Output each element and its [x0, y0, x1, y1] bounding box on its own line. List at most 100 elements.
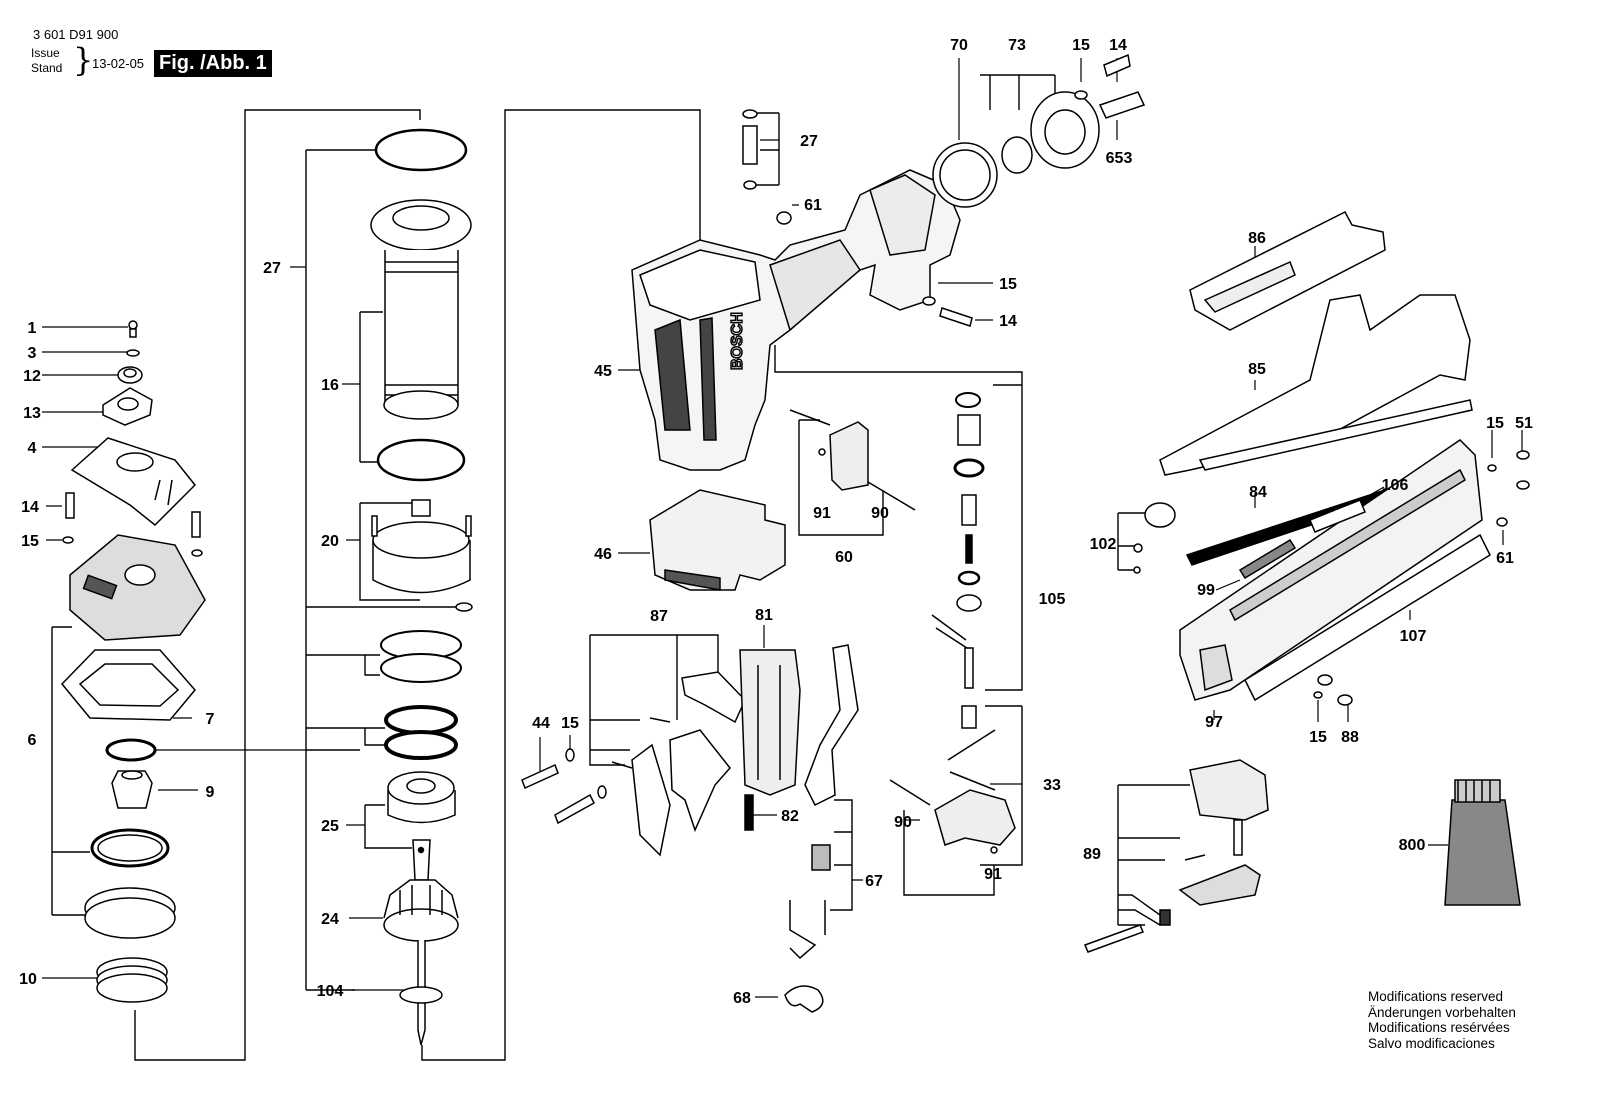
callout-70: 70 [950, 37, 968, 54]
trigger-block-part-60 [789, 409, 916, 511]
callout-104: 104 [317, 983, 344, 1000]
callout-91: 91 [813, 505, 831, 522]
brand-mark: BOSCH [729, 312, 746, 370]
callout-107: 107 [1400, 628, 1427, 645]
callout-15: 15 [1309, 729, 1327, 746]
callout-10: 10 [19, 971, 37, 988]
piston-part-25 [387, 771, 456, 881]
nut-part-61-top [776, 211, 792, 225]
callout-105: 105 [1039, 591, 1066, 608]
callout-90: 90 [871, 505, 889, 522]
callout-90: 90 [894, 814, 912, 831]
brace-glyph: } [73, 41, 94, 79]
bracket-lines [51, 74, 1190, 1061]
housing-part-45: BOSCH [631, 169, 961, 471]
o-ring-pair-2 [384, 705, 458, 760]
o-ring-part-27 [374, 128, 468, 172]
callout-15: 15 [1072, 37, 1090, 54]
cap-part-13 [102, 387, 153, 426]
rail-part-85 [1159, 294, 1473, 476]
magazine-part-97 [1179, 439, 1483, 701]
o-ring-pair-1 [380, 630, 462, 683]
parts-left-column [60, 320, 206, 1003]
callout-13: 13 [23, 405, 41, 422]
spring-plate-part-99 [1238, 538, 1297, 580]
leader-lines [42, 58, 1523, 998]
callout-15: 15 [999, 276, 1017, 293]
callout-6: 6 [28, 732, 37, 749]
callout-46: 46 [594, 546, 612, 563]
spring-cap-part-12 [117, 366, 143, 384]
sleeve-part-6b [84, 887, 176, 939]
stand-label: Stand [31, 61, 63, 75]
callout-15: 15 [561, 715, 579, 732]
callout-51: 51 [1515, 415, 1533, 432]
ring-part-6a [90, 828, 170, 868]
valve-part-9 [111, 770, 153, 809]
cylinder-part-16 [370, 199, 472, 420]
parts-magazine [1083, 211, 1530, 953]
callout-15: 15 [1486, 415, 1504, 432]
issue-date: 13-02-05 [92, 56, 145, 71]
callout-86: 86 [1248, 230, 1266, 247]
callout-87: 87 [650, 608, 668, 625]
document-number: 3 601 D91 900 [33, 27, 119, 42]
parts-cylinder-column [370, 128, 473, 1046]
screws-part-51 [1487, 450, 1530, 527]
note-fr: Modifications resérvées [1368, 1020, 1510, 1035]
issue-label: Issue [31, 46, 60, 60]
screw-part-1 [128, 320, 138, 338]
callout-91: 91 [984, 866, 1002, 883]
flange-part-73 [1001, 91, 1100, 174]
callout-14: 14 [1109, 37, 1127, 54]
lubricant-tube-part-800 [1444, 779, 1521, 906]
lever-part-67 [789, 644, 859, 960]
callout-61: 61 [804, 197, 822, 214]
callout-68: 68 [733, 990, 751, 1007]
note-de: Änderungen vorbehalten [1368, 1004, 1516, 1020]
callout-25: 25 [321, 818, 339, 835]
callout-800: 800 [1399, 837, 1426, 854]
callout-89: 89 [1083, 846, 1101, 863]
callout-85: 85 [1248, 361, 1266, 378]
callout-20: 20 [321, 533, 339, 550]
label-part-106 [1309, 499, 1366, 533]
clamp-part-102 [1133, 502, 1176, 574]
o-ring-part-6 [105, 738, 157, 762]
spring-ring-part-10 [96, 957, 168, 1003]
callout-12: 12 [23, 368, 41, 385]
callout-82: 82 [781, 808, 799, 825]
trigger-valve-part-33 [889, 705, 1016, 854]
spring-part-82 [744, 794, 754, 831]
callout-84: 84 [1249, 484, 1267, 501]
valve-stack-part-27 [742, 109, 758, 190]
cap-part-70 [932, 142, 998, 208]
callout-99: 99 [1197, 582, 1215, 599]
screw-part-44 [521, 763, 595, 825]
callout-106: 106 [1382, 477, 1409, 494]
fitting-part-653 [1074, 53, 1146, 119]
callout-97: 97 [1205, 714, 1223, 731]
callout-27: 27 [800, 133, 818, 150]
pusher-part-86 [1189, 211, 1386, 331]
callout-7: 7 [206, 711, 215, 728]
driver-part-104 [399, 940, 443, 1046]
callout-9: 9 [206, 784, 215, 801]
modification-notes: Modifications reserved Änderungen vorbeh… [1368, 989, 1516, 1051]
callout-81: 81 [755, 607, 773, 624]
clip-part-68 [784, 985, 824, 1013]
callout-4: 4 [28, 440, 37, 457]
note-en: Modifications reserved [1368, 989, 1504, 1004]
callout-67: 67 [865, 873, 883, 890]
note-es: Salvo modificaciones [1368, 1035, 1495, 1051]
callout-27: 27 [263, 260, 281, 277]
trigger-part-87 [611, 671, 746, 857]
cover-part-46 [649, 489, 786, 591]
callout-102: 102 [1090, 536, 1117, 553]
callout-16: 16 [321, 377, 339, 394]
callout-88: 88 [1341, 729, 1359, 746]
callout-33: 33 [1043, 777, 1061, 794]
callout-1: 1 [28, 320, 37, 337]
bumper-part-24 [383, 879, 459, 942]
